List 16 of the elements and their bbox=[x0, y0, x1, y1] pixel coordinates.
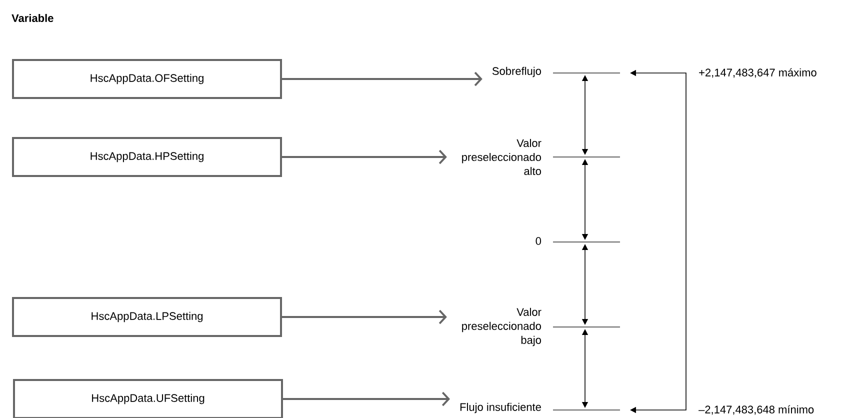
title: Variable bbox=[12, 14, 54, 22]
arrow bbox=[282, 72, 482, 86]
variable-box: HscAppData.UFSetting bbox=[13, 379, 283, 418]
arrow bbox=[282, 150, 447, 164]
variable-box: HscAppData.LPSetting bbox=[12, 297, 282, 337]
level-label: Valor preseleccionado bajo bbox=[462, 308, 542, 346]
level-label: Sobreflujo bbox=[492, 66, 541, 78]
level-label: Valor preseleccionado alto bbox=[462, 138, 542, 176]
level-label: Flujo insuficiente bbox=[460, 402, 541, 414]
arrow bbox=[282, 310, 447, 324]
arrow bbox=[283, 392, 450, 406]
variable-box: HscAppData.HPSetting bbox=[12, 137, 282, 177]
variable-box: HscAppData.OFSetting bbox=[12, 59, 282, 99]
limit-label: –2,147,483,648 mínimo bbox=[698, 405, 814, 415]
limit-label: +2,147,483,647 máximo bbox=[699, 68, 816, 78]
level-label: 0 bbox=[536, 237, 542, 245]
